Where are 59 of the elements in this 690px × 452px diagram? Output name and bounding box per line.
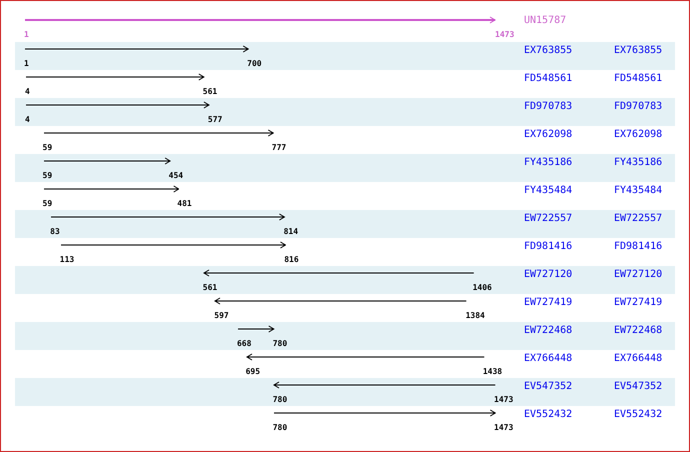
end-position: 1406 [472,283,492,292]
end-position: 814 [284,227,298,236]
sequence-id: EX766448 [524,353,572,365]
sequence-id: FY435186 [614,157,662,169]
sequence-id: EW727120 [524,269,572,281]
sequence-id: FD548561 [524,73,572,85]
sequence-id: EX763855 [614,45,662,57]
end-position: 577 [208,115,222,124]
start-position: 695 [246,367,260,376]
end-position: 454 [168,171,184,180]
sequence-id: EV552432 [524,409,572,421]
sequence-id: EX762098 [524,129,572,141]
sequence-id: FY435484 [614,185,662,197]
end-position: 816 [284,255,299,264]
start-position: 780 [272,395,288,404]
sequence-id: FD970783 [524,101,572,113]
start-position: 4 [24,115,30,124]
sequence-id: EW722468 [524,325,572,337]
sequence-id: EX763855 [524,45,572,57]
sequence-id: UN15787 [524,15,566,27]
sequence-id: EW727120 [614,269,662,281]
sequence-id: EW722468 [614,325,662,337]
sequence-id: EV552432 [614,409,662,421]
start-position: 113 [60,255,74,264]
end-position: 1473 [494,423,514,432]
start-position: 59 [42,199,52,208]
start-position: 59 [42,171,52,180]
start-position: 1 [24,59,29,68]
start-position: 780 [272,423,288,432]
end-position: 780 [272,339,288,348]
end-position: 1473 [495,30,514,39]
sequence-id: FY435484 [524,185,572,197]
sequence-id: FD970783 [614,101,662,113]
end-position: 561 [202,87,218,96]
end-position: 1384 [466,311,485,320]
sequence-id: EV547352 [524,381,572,393]
sequence-id: EW722557 [524,213,572,225]
sequence-id: EW727419 [524,297,572,309]
end-position: 777 [272,143,286,152]
end-position: 1438 [482,367,502,376]
start-position: 83 [50,227,60,236]
sequence-id: EV547352 [614,381,662,393]
start-position: 597 [214,311,229,320]
sequence-id: FD548561 [614,73,662,85]
start-position: 668 [236,339,252,348]
sequence-id: EX766448 [614,353,662,365]
start-position: 4 [24,87,30,96]
sequence-id: FY435186 [524,157,572,169]
start-position: 561 [202,283,218,292]
end-position: 700 [247,59,262,68]
end-position: 481 [177,199,192,208]
sequence-id: FD981416 [524,241,572,253]
start-position: 1 [24,30,29,39]
sequence-id: EW727419 [614,297,662,309]
sequence-id: EW722557 [614,213,662,225]
start-position: 59 [42,143,52,152]
sequence-id: EX762098 [614,129,662,141]
sequence-id: FD981416 [614,241,662,253]
end-position: 1473 [494,395,514,404]
